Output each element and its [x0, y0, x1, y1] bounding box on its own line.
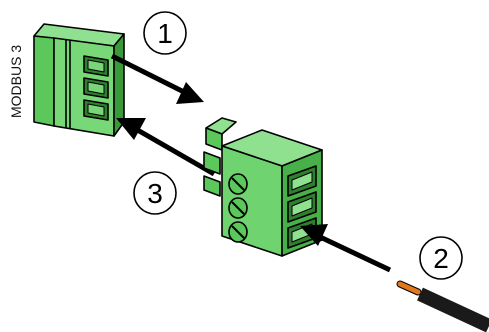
female-socket: [33, 23, 125, 137]
terminal-plug: [203, 117, 323, 257]
arrow-insert-wire: [300, 224, 392, 273]
step-2-marker: 2: [419, 236, 463, 280]
arrow-connect-socket: [116, 118, 216, 177]
port-label: MODBUS 3: [8, 45, 24, 118]
step-1-label: 1: [157, 18, 173, 49]
step-3-label: 3: [147, 178, 163, 209]
step-2-label: 2: [433, 243, 449, 274]
arrow-insert-plug: [110, 53, 204, 104]
step-1-marker: 1: [143, 11, 187, 55]
wire: [396, 280, 489, 332]
step-3-marker: 3: [133, 171, 177, 215]
